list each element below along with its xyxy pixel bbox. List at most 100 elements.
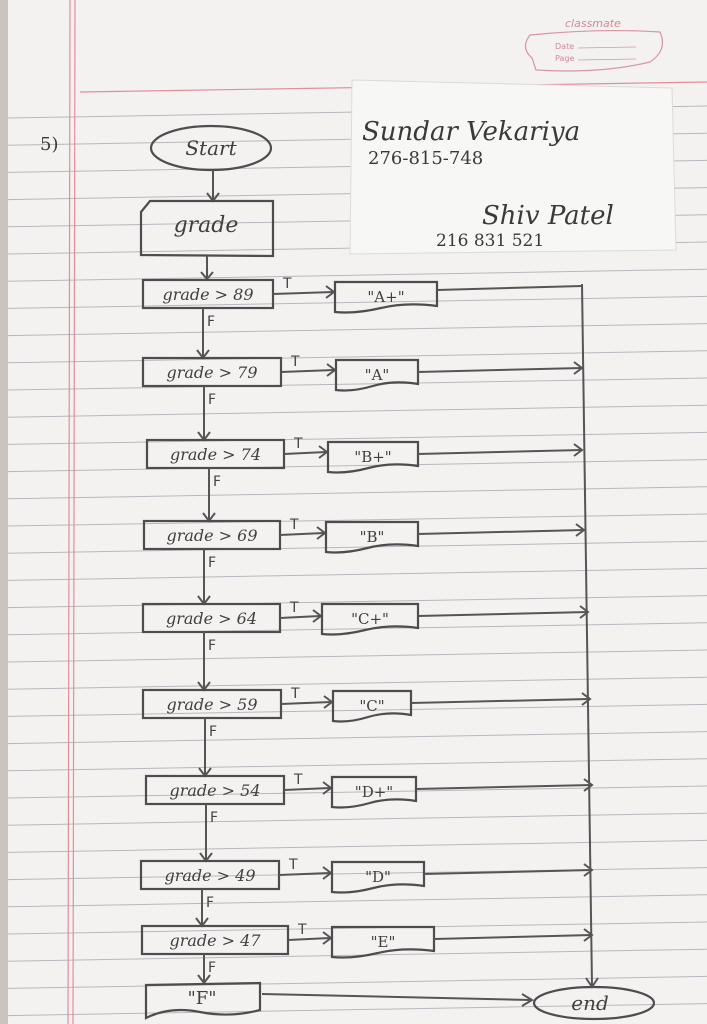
output-box bbox=[330, 860, 426, 894]
true-label: T bbox=[293, 436, 303, 452]
output-box bbox=[333, 280, 439, 314]
ruled-line bbox=[7, 867, 707, 881]
decision-step: grade > 89 T "A+" F bbox=[141, 276, 583, 360]
false-label: F bbox=[208, 392, 216, 408]
ruled-line bbox=[7, 758, 707, 772]
output-box bbox=[326, 440, 420, 474]
date-label: Date bbox=[555, 42, 574, 51]
header-badge bbox=[524, 29, 663, 72]
page-label: Page bbox=[555, 54, 574, 63]
author-name-2: Shiv Patel bbox=[482, 201, 614, 231]
decision-step: grade > 54 T "D+" F bbox=[144, 772, 594, 863]
output-label: "B" bbox=[360, 528, 385, 546]
false-label: F bbox=[209, 724, 217, 740]
decision-label: grade > 64 bbox=[166, 609, 257, 628]
fallback-node: "F" bbox=[144, 981, 262, 1020]
paper-edge bbox=[0, 0, 8, 1024]
output-box bbox=[330, 925, 436, 959]
ruled-line bbox=[7, 431, 707, 445]
true-label: T bbox=[289, 517, 299, 533]
author-name-1: Sundar Vekariya bbox=[362, 117, 580, 147]
output-label: "E" bbox=[371, 933, 396, 951]
collector-line bbox=[581, 283, 593, 987]
decision-step: grade > 59 T "C" F bbox=[141, 686, 592, 778]
fallback-box bbox=[144, 981, 262, 1020]
false-label: F bbox=[206, 895, 214, 911]
ruled-line bbox=[7, 948, 707, 962]
true-label: T bbox=[288, 857, 298, 873]
ruled-line bbox=[7, 622, 707, 636]
decision-step: grade > 69T"B"F bbox=[142, 517, 586, 606]
true-label: T bbox=[293, 772, 303, 788]
end-label: end bbox=[571, 991, 609, 1015]
ruled-line bbox=[7, 785, 707, 799]
decision-label: grade > 54 bbox=[169, 781, 260, 800]
author-id-1: 276-815-748 bbox=[368, 148, 483, 169]
output-box bbox=[320, 602, 420, 636]
ruled-line bbox=[7, 486, 707, 500]
true-label: T bbox=[290, 354, 300, 370]
output-box bbox=[324, 520, 420, 554]
ruled-line bbox=[7, 295, 707, 309]
end-oval bbox=[532, 985, 656, 1021]
question-number: 5) bbox=[40, 134, 58, 155]
true-label: T bbox=[297, 922, 307, 938]
true-label: T bbox=[290, 686, 300, 702]
true-label: T bbox=[282, 276, 292, 292]
ruled-line bbox=[7, 268, 707, 282]
output-label: "A+" bbox=[367, 288, 404, 306]
decision-label: grade > 79 bbox=[166, 363, 257, 382]
output-label: "B+" bbox=[354, 448, 391, 466]
decision-step: grade > 74 T "B+" F bbox=[145, 436, 584, 523]
output-label: "A" bbox=[365, 366, 390, 384]
margin-line bbox=[72, 0, 76, 1024]
true-label: T bbox=[289, 600, 299, 616]
start-oval bbox=[149, 124, 273, 172]
ruled-line bbox=[7, 894, 707, 908]
sticky-note: Sundar Vekariya 276-815-748 Shiv Patel 2… bbox=[349, 79, 677, 255]
decision-step: grade > 64T"C+"F bbox=[141, 600, 590, 692]
ruled-line bbox=[7, 839, 707, 853]
ruled-line bbox=[7, 377, 707, 391]
decision-label: grade > 89 bbox=[162, 285, 253, 304]
decision-label: grade > 49 bbox=[164, 866, 255, 885]
ruled-line bbox=[7, 812, 707, 826]
ruled-line bbox=[7, 975, 707, 989]
ruled-line bbox=[7, 404, 707, 418]
false-label: F bbox=[207, 314, 215, 330]
sticky-paper bbox=[349, 79, 677, 255]
output-label: "D+" bbox=[355, 783, 393, 801]
decision-step: grade > 49 T "D" F bbox=[139, 857, 594, 928]
ruled-line bbox=[7, 540, 707, 554]
ruled-line bbox=[7, 676, 707, 690]
ruled-line bbox=[7, 649, 707, 663]
false-label: F bbox=[213, 474, 221, 490]
ruled-line bbox=[7, 459, 707, 473]
ruled-line bbox=[7, 350, 707, 364]
decision-label: grade > 74 bbox=[170, 445, 261, 464]
ruled-line bbox=[7, 595, 707, 609]
output-label: "C" bbox=[359, 697, 384, 715]
author-id-2: 216 831 521 bbox=[436, 231, 544, 251]
fallback-label: "F" bbox=[187, 988, 216, 1009]
false-label: F bbox=[208, 960, 216, 976]
decision-label: grade > 47 bbox=[169, 931, 261, 950]
false-label: F bbox=[210, 810, 218, 826]
start-terminal: Start bbox=[149, 124, 273, 172]
false-label: F bbox=[208, 638, 216, 654]
output-box bbox=[331, 689, 413, 723]
end-terminal: end bbox=[532, 985, 656, 1021]
ruled-line bbox=[7, 513, 707, 527]
input-parallelogram bbox=[139, 199, 275, 258]
classmate-header: classmate Date Page bbox=[524, 17, 663, 72]
output-label: "D" bbox=[365, 868, 391, 886]
decision-label: grade > 69 bbox=[166, 526, 257, 545]
brand-text: classmate bbox=[565, 17, 621, 30]
decision-label: grade > 59 bbox=[166, 695, 257, 714]
input-label: grade bbox=[174, 213, 239, 238]
ruled-line bbox=[7, 323, 707, 337]
output-box bbox=[334, 358, 420, 392]
